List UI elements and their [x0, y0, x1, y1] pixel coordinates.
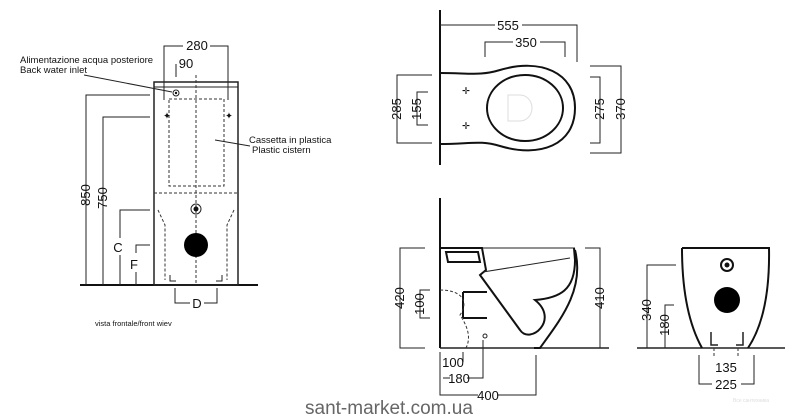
front-view: ✦ ✦ 280 90 850 750 C F D Alimentazione a…: [20, 38, 332, 328]
dim-370-line: [590, 65, 622, 154]
fixing-mark-right: ✦: [225, 111, 233, 122]
dim-555-line: [440, 24, 578, 62]
rim-channel: [444, 251, 482, 263]
water-inlet-label-it: Alimentazione acqua posteriore: [20, 55, 153, 66]
top-view: ✛ ✛ 555 350 285 155 275 370: [389, 10, 628, 165]
dim-350-line: [484, 41, 566, 57]
dim-180-line: [443, 340, 484, 379]
dim-750-line: [102, 116, 150, 285]
dim-155: 155: [409, 98, 424, 120]
outlet-hole: [184, 233, 208, 257]
water-inlet-dot: [174, 91, 178, 95]
dim-340-line: [646, 264, 676, 348]
dim-d: D: [192, 296, 201, 311]
dim-400-line: [439, 352, 537, 396]
watermark: sant-market.com.ua: [305, 398, 473, 417]
back-view: 340 180 135 225 Все сантехника: [637, 247, 785, 404]
dim-180-line: [664, 304, 674, 348]
water-inlet-label-en: Back water inlet: [20, 65, 87, 76]
flush-outline: [507, 94, 533, 122]
cistern-label-en: Plastic cistern: [252, 145, 311, 156]
dim-280: 280: [186, 38, 208, 53]
dim-135: 135: [715, 360, 737, 375]
dim-f: F: [130, 257, 138, 272]
dim-d-line: [174, 288, 218, 304]
dim-350: 350: [515, 35, 537, 50]
dim-100-vertical: 100: [412, 293, 427, 315]
dim-275: 275: [592, 98, 607, 120]
dim-100v-line: [419, 289, 430, 319]
bowl-outline-top: [439, 64, 577, 152]
dim-275-line: [590, 76, 601, 144]
inlet-ring-icon: [720, 258, 734, 272]
floor-fixings: [169, 275, 223, 282]
cistern-leader: [214, 139, 251, 147]
dim-340: 340: [639, 299, 654, 321]
fixing-hole-icon: [482, 333, 488, 339]
dim-850-line: [85, 94, 150, 285]
dim-410-line: [585, 247, 601, 349]
dim-285-line: [396, 74, 432, 144]
hidden-pan-connector: [439, 289, 469, 349]
seat-hole-icon: ✛: [462, 86, 470, 97]
side-view: 420 100 410 400 180 100: [392, 198, 609, 403]
dim-c-line: [119, 209, 150, 285]
water-inlet-icon: [172, 89, 180, 97]
dim-100-horizontal: 100: [442, 355, 464, 370]
fixing-mark-left: ✦: [163, 111, 171, 122]
water-inlet-leader: [83, 74, 173, 93]
front-view-caption: vista frontale/front wiev: [95, 319, 172, 328]
dim-400: 400: [477, 388, 499, 403]
inlet-ring-icon: [190, 203, 202, 215]
plastic-cistern-outline: [168, 98, 225, 187]
dim-410: 410: [592, 287, 607, 309]
dim-225: 225: [715, 377, 737, 392]
dim-850: 850: [78, 184, 93, 206]
watermark-logo: Все сантехника: [733, 398, 769, 404]
back-outline: [681, 247, 771, 349]
dim-280-line: [163, 45, 229, 100]
body-hidden-lines: [157, 209, 235, 280]
cistern-label-it: Cassetta in plastica: [249, 135, 332, 146]
floor-fixings: [710, 332, 744, 346]
dim-c: C: [113, 240, 122, 255]
dim-f-line: [135, 244, 150, 285]
dim-420: 420: [392, 287, 407, 309]
dim-285: 285: [389, 98, 404, 120]
dim-555: 555: [497, 18, 519, 33]
dim-225-line: [698, 355, 755, 385]
dim-135-line: [713, 348, 739, 357]
seat-hole-icon: ✛: [462, 121, 470, 132]
inlet-ring-dot: [193, 206, 199, 212]
bowl-profile: [440, 247, 579, 349]
dim-750: 750: [95, 187, 110, 209]
dim-420-line: [399, 247, 425, 349]
flush-line: [482, 257, 571, 273]
dim-90: 90: [179, 56, 193, 71]
dim-180: 180: [657, 314, 672, 336]
outlet-spigot: [462, 291, 487, 319]
dim-180: 180: [448, 371, 470, 386]
outlet-hole: [714, 287, 740, 313]
dim-370: 370: [613, 98, 628, 120]
bowl-opening: [486, 74, 564, 142]
dim-155-line: [416, 91, 428, 126]
inlet-dot: [724, 262, 730, 268]
